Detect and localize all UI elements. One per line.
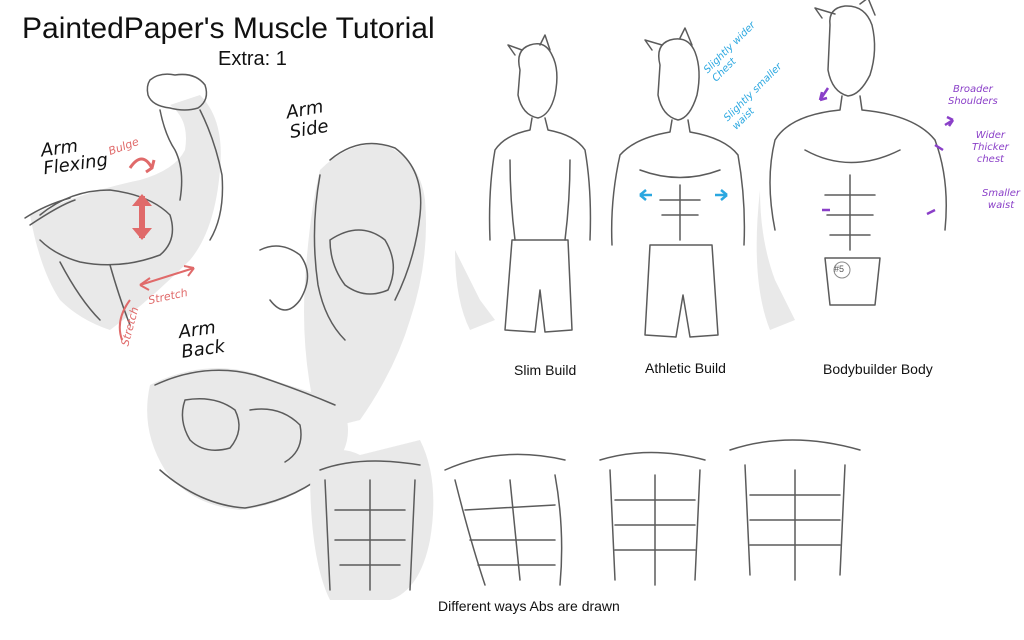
slim-build-caption: Slim Build (514, 362, 577, 378)
waist-note-line1: Smaller (982, 188, 1021, 199)
abs-sketches (310, 439, 861, 600)
shoulders-note-line1: Broader (952, 84, 993, 95)
arm-flexing-label: Arm Flexing (40, 134, 110, 180)
shorts-badge: #5 (834, 264, 845, 274)
bodybuilder-chest-note: Wider Thicker chest (972, 130, 1009, 166)
bodybuilder-figure-sketch (756, 0, 955, 330)
athletic-build-caption: Athletic Build (645, 360, 726, 376)
chest-note-line2: Thicker (972, 142, 1009, 153)
waist-note-line2: waist (987, 200, 1015, 211)
abs-caption: Different ways Abs are drawn (438, 598, 620, 614)
chest-note-line3: chest (976, 154, 1004, 165)
arm-side-label: Arm Side (285, 96, 330, 143)
bodybuilder-caption: Bodybuilder Body (823, 361, 933, 377)
bodybuilder-waist-note: Smaller waist (982, 188, 1020, 212)
bulge-arrows (118, 157, 195, 341)
athletic-figure-sketch (610, 27, 746, 338)
arm-back-label: Arm Back (177, 317, 226, 363)
chest-note-line1: Wider (975, 130, 1006, 141)
arm-side-sketch (259, 142, 426, 430)
shoulders-note-line2: Shoulders (948, 96, 998, 107)
arm-back-sketch (147, 368, 348, 510)
slim-figure-sketch (455, 34, 592, 333)
arm-flexing-sketch (24, 73, 224, 330)
page-subtitle: Extra: 1 (218, 48, 287, 70)
page-title: PaintedPaper's Muscle Tutorial (22, 12, 435, 45)
bodybuilder-shoulders-note: Broader Shoulders (948, 84, 998, 108)
